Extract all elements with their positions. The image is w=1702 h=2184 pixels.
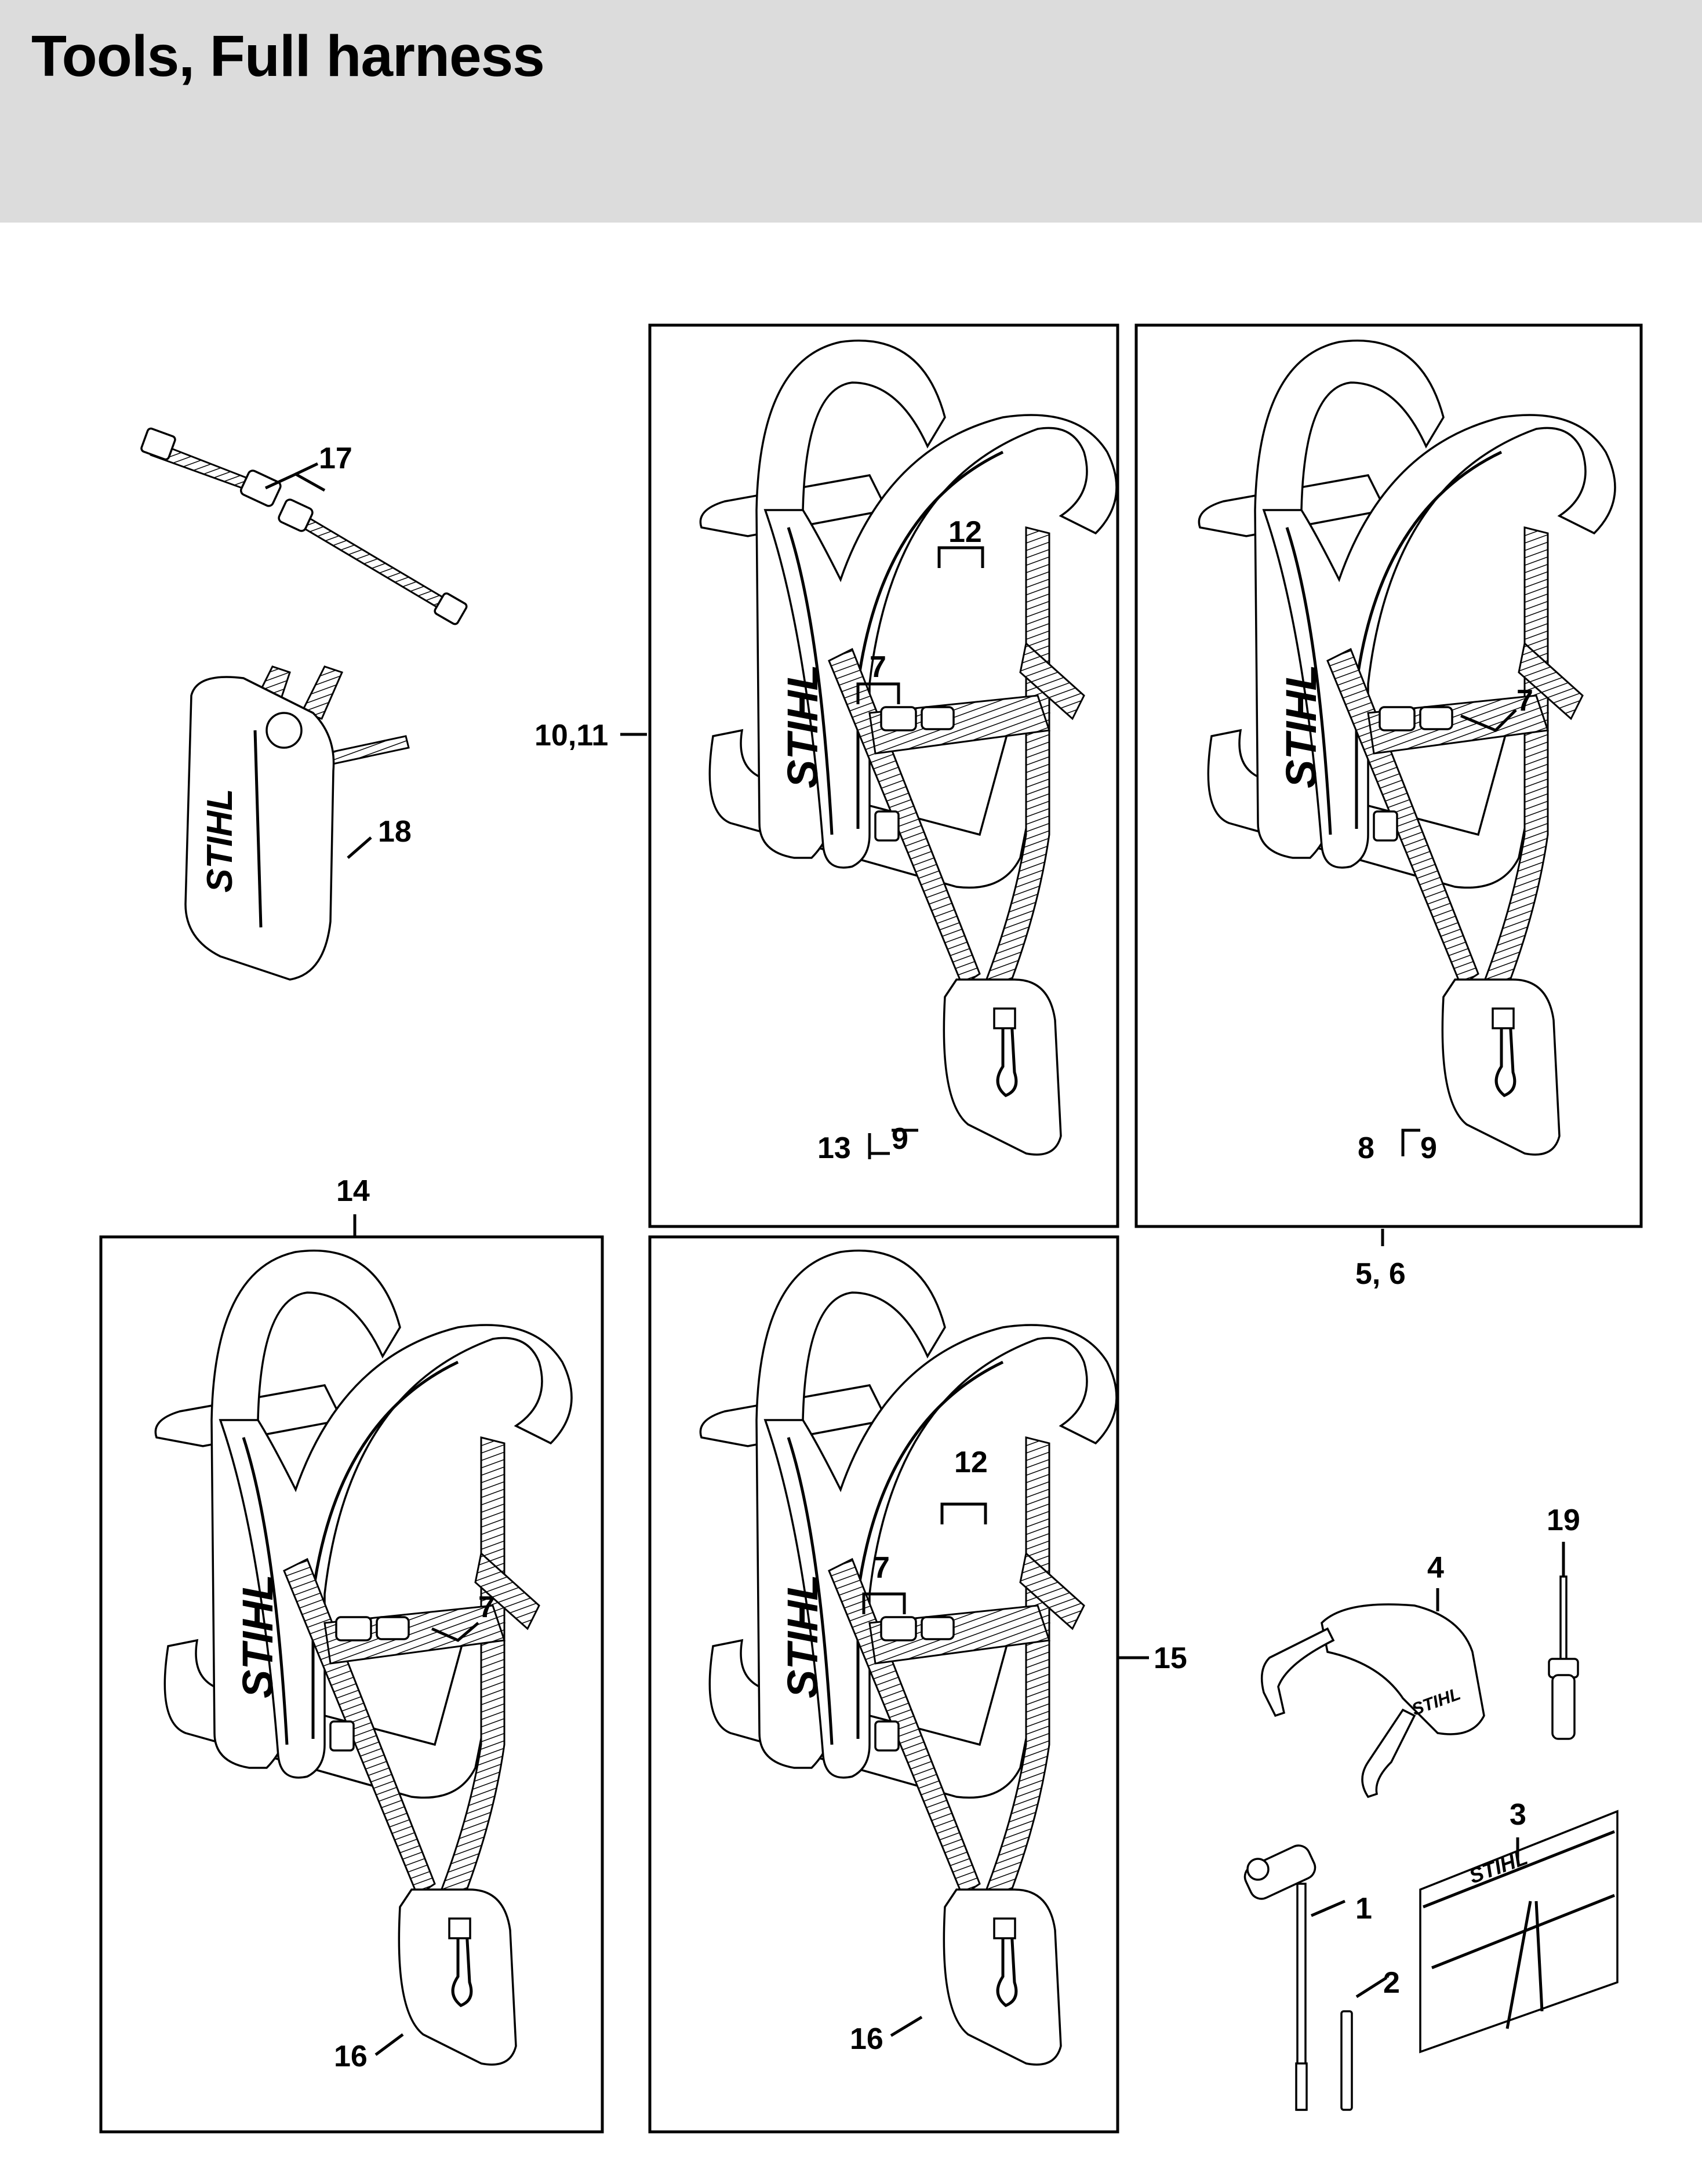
callout-13: 13 (817, 1131, 851, 1165)
full-harness-hip-pad-hook (155, 1251, 572, 2065)
callout-14: 14 (336, 1174, 370, 1208)
safety-glasses: STIHL (1260, 1603, 1485, 1799)
callout-5-6: 5, 6 (1355, 1257, 1406, 1291)
callout-16-b: 16 (850, 2022, 883, 2056)
page-title: Tools, Full harness (31, 24, 545, 89)
callout-7-c: 7 (478, 1590, 495, 1624)
callout-8: 8 (1358, 1131, 1374, 1165)
callout-7-d: 7 (873, 1551, 890, 1585)
callout-3: 3 (1510, 1798, 1526, 1832)
combination-wrench (1243, 1844, 1316, 2111)
callout-12-a: 12 (948, 515, 982, 549)
locking-pin (1340, 2010, 1353, 2111)
full-harness-hip-pad (1199, 341, 1615, 1155)
callout-10-11: 10,11 (534, 719, 608, 752)
callout-1: 1 (1355, 1892, 1372, 1925)
callout-4: 4 (1427, 1551, 1444, 1585)
full-harness-with-buckle-hook (700, 1251, 1117, 2065)
frame-harness-a (648, 323, 1119, 1228)
belt-strap (140, 427, 468, 625)
frame-harness-b (1134, 323, 1643, 1228)
callout-9-b: 9 (1420, 1131, 1437, 1165)
frame-harness-c (99, 1235, 604, 2134)
callout-9-a: 9 (892, 1122, 908, 1156)
callout-2: 2 (1383, 1966, 1400, 2000)
callout-19: 19 (1547, 1504, 1580, 1537)
callout-17: 17 (319, 442, 352, 475)
header-bar: Tools, Full harness (0, 0, 1702, 223)
callout-7-a: 7 (870, 650, 886, 684)
callout-12-b: 12 (954, 1446, 988, 1479)
callout-15: 15 (1154, 1641, 1187, 1675)
callout-16-a: 16 (334, 2040, 368, 2073)
full-harness-with-buckle (700, 341, 1117, 1155)
frame-harness-d (648, 1235, 1119, 2134)
tool-pouch: STIHL (184, 665, 410, 981)
screwdriver (1548, 1575, 1579, 1740)
callout-18: 18 (378, 815, 412, 849)
svg-text:STIHL: STIHL (200, 789, 240, 893)
callout-7-b: 7 (1516, 684, 1533, 718)
tool-bag: STIHL (1419, 1810, 1619, 2054)
